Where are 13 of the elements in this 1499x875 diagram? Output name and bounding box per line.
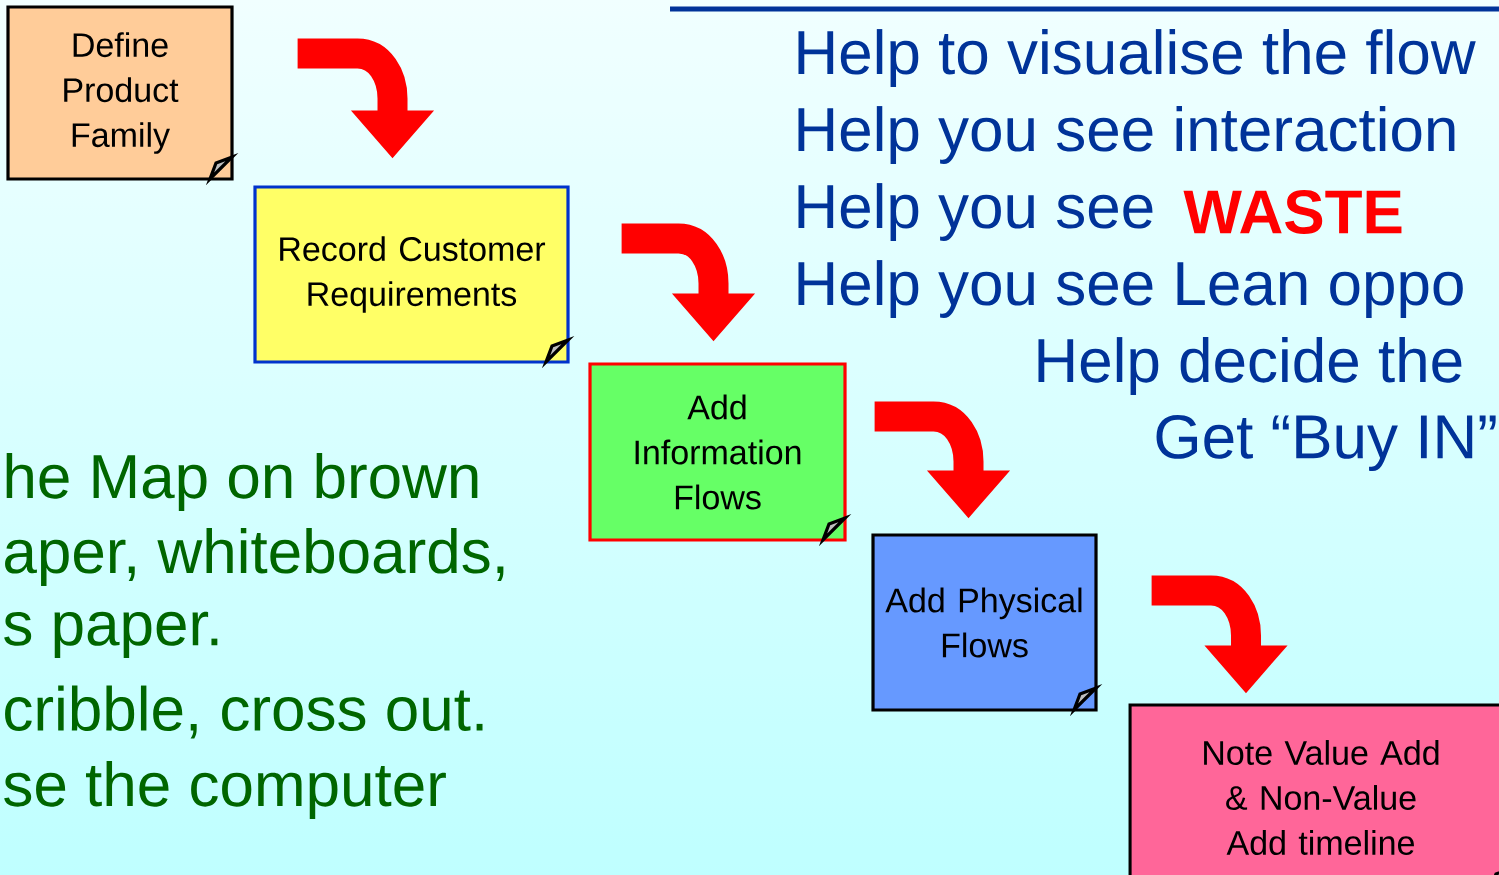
bullet-text: he Map on brown [6,453,478,511]
bullet-text: s paper. [4,611,218,659]
bullet-text: Get “Buy IN” [1156,414,1496,472]
bullet-text: Help you see Lean oppo [798,260,1463,318]
bullet-text: Help you see interaction [798,106,1455,164]
bullet-text: Help decide the [1038,337,1462,395]
bullet-text: aper, whiteboards, [5,528,504,586]
bullet-text: cribble, cross out. [5,685,483,739]
bullet-text: WASTE [1183,190,1402,234]
bullet-text: se the computer [4,761,446,819]
bullet-text: Help you see [798,183,1153,241]
bullet-text: Help to visualise the flow [798,29,1476,87]
sticky-note: Note Value Add & Non-Value Add timeline [1128,703,1499,875]
